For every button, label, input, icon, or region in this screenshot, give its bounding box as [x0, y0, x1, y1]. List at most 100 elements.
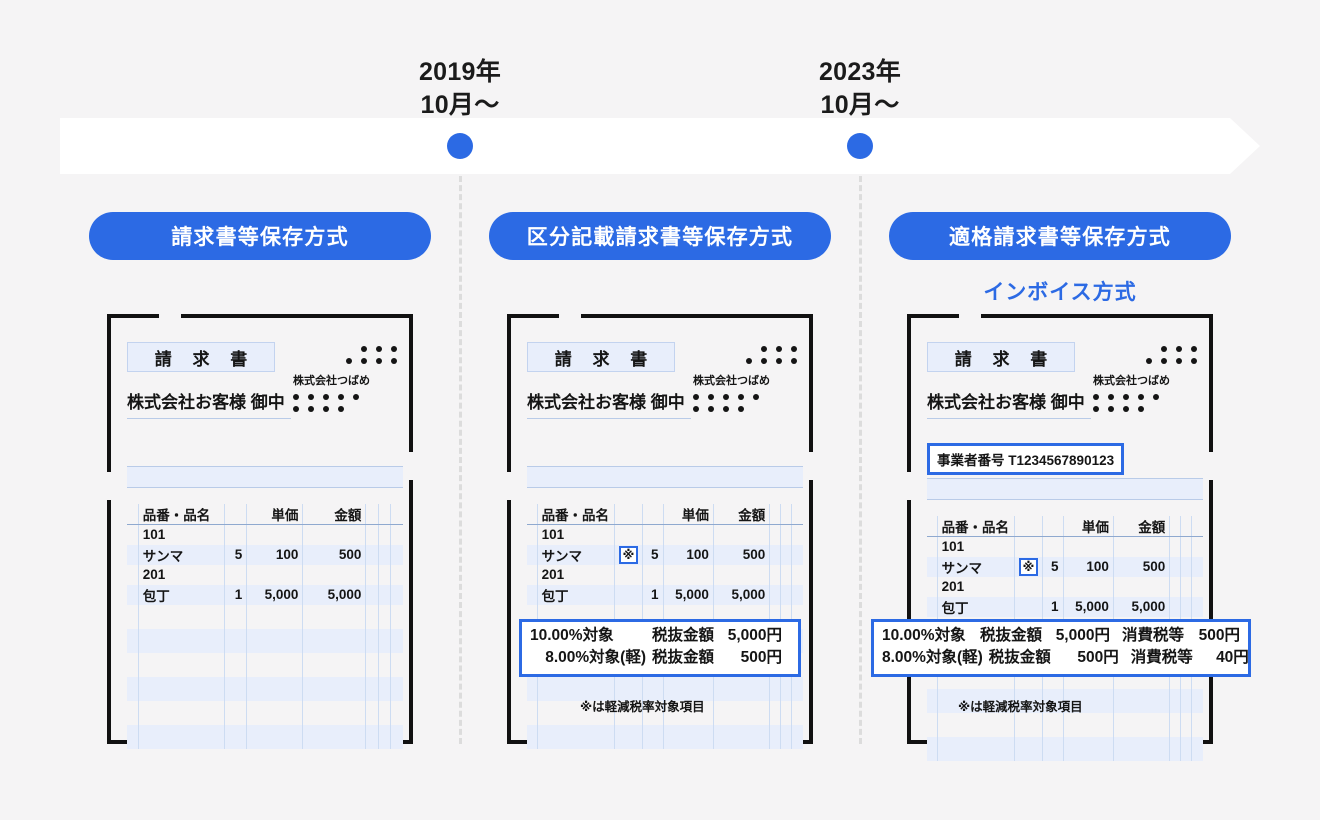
issuer-block: 株式会社つばめ	[693, 340, 797, 418]
item-unit-price: 5,000	[1062, 596, 1114, 617]
net-amount-caption: 税抜金額	[979, 627, 1042, 644]
placeholder-dots	[693, 358, 797, 364]
reduced-rate-mark-cell: ※	[1013, 556, 1043, 577]
table-row	[927, 736, 1203, 761]
placeholder-dots	[1093, 394, 1197, 400]
item-name: サンマ	[536, 544, 615, 565]
table-row	[527, 724, 803, 749]
invoice-title: 請 求 書	[527, 342, 675, 372]
column-invoice-classified: 区分記載請求書等保存方式	[460, 212, 860, 260]
placeholder-dots	[1093, 346, 1197, 352]
tax-summary-row: 10.00%対象 税抜金額 5,000円	[530, 625, 790, 647]
issuer-block: 株式会社つばめ	[293, 340, 397, 418]
column-3-pill[interactable]: 適格請求書等保存方式	[889, 212, 1231, 260]
net-amount-value: 5,000円	[1055, 627, 1110, 644]
issuer-name: 株式会社つばめ	[293, 375, 370, 387]
item-qty: 1	[1042, 596, 1064, 617]
timeline-marker-2023	[847, 133, 873, 159]
table-row: サンマ ※ 5 100 500	[527, 544, 803, 565]
reduced-rate-mark: ※	[1018, 557, 1039, 576]
placeholder-dots	[293, 394, 397, 400]
item-code: 101	[536, 524, 615, 545]
memo-band	[527, 466, 803, 488]
column-invoice-qualified: 適格請求書等保存方式 インボイス方式	[860, 212, 1260, 306]
placeholder-dots	[693, 346, 797, 352]
table-header-row: 品番・品名 単価 金額	[127, 504, 403, 525]
item-qty: 1	[642, 584, 664, 605]
tax-rate-label: 10.00%対象	[530, 627, 614, 644]
column-divider-left	[459, 176, 462, 744]
tax-amount-caption: 消費税等	[1121, 627, 1184, 644]
item-code: 101	[137, 524, 225, 545]
item-unit-price: 100	[246, 544, 303, 565]
invoice-addressee: 株式会社お客様 御中	[527, 388, 691, 419]
table-row: 201	[127, 564, 403, 585]
registration-number-field: 事業者番号 T1234567890123	[927, 443, 1125, 475]
item-qty: 1	[223, 584, 247, 605]
header-amount: 金額	[712, 504, 770, 525]
column-divider-right	[859, 176, 862, 744]
reduced-rate-footnote-3: ※は軽減税率対象項目	[958, 700, 1083, 714]
table-row: 201	[527, 564, 803, 585]
tax-summary-row: 8.00%対象(軽) 税抜金額 500円	[530, 647, 790, 669]
invoice-addressee: 株式会社お客様 御中	[127, 388, 291, 419]
net-amount-value: 500円	[740, 649, 783, 667]
placeholder-dots	[1093, 358, 1197, 364]
net-amount-caption: 税抜金額	[652, 649, 715, 667]
column-2-pill[interactable]: 区分記載請求書等保存方式	[489, 212, 831, 260]
column-invoice-legacy: 請求書等保存方式	[60, 212, 460, 260]
item-amount: 5,000	[302, 584, 366, 605]
timeline-year: 2019年	[418, 58, 502, 86]
column-3-subtitle: インボイス方式	[983, 281, 1137, 304]
timeline-marker-2019	[447, 133, 473, 159]
table-row	[527, 700, 803, 725]
invoice-paper: 請 求 書 株式会社お客様 御中 株式会社つばめ 品番・品名 単価 金額	[127, 318, 403, 749]
tax-rate-label: 8.00%対象(軽)	[545, 649, 646, 667]
item-qty: 5	[223, 544, 247, 565]
issuer-name: 株式会社つばめ	[693, 375, 770, 387]
table-row	[127, 676, 403, 701]
table-header-row: 品番・品名 単価 金額	[927, 516, 1203, 537]
tax-rate-label: 10.00%対象	[882, 627, 966, 644]
tax-summary-box-3: 10.00%対象 税抜金額 5,000円 消費税等 500円 8.00%対象(軽…	[871, 619, 1251, 677]
table-row: 101	[127, 524, 403, 545]
reduced-rate-footnote-2: ※は軽減税率対象項目	[580, 700, 705, 714]
table-row	[127, 700, 403, 725]
item-unit-price: 100	[662, 544, 714, 565]
table-row: 101	[927, 536, 1203, 557]
invoice-title: 請 求 書	[927, 342, 1075, 372]
item-name: 包丁	[536, 584, 615, 605]
invoice-addressee: 株式会社お客様 御中	[927, 388, 1091, 419]
item-amount: 500	[712, 544, 770, 565]
header-name: 品番・品名	[536, 504, 615, 525]
timeline-month: 10月〜	[420, 91, 500, 119]
placeholder-dots	[293, 346, 397, 352]
item-unit-price: 5,000	[246, 584, 303, 605]
net-amount-value: 500円	[1077, 649, 1119, 667]
invoice-card-2: 請 求 書 株式会社お客様 御中 株式会社つばめ 品番・品名 単価 金額	[507, 314, 813, 749]
net-amount-value: 5,000円	[727, 627, 783, 644]
invoice-card-3: 請 求 書 株式会社お客様 御中 株式会社つばめ 事業者番号 T12345678…	[907, 314, 1213, 761]
timeline-label-2019: 2019年 10月〜	[360, 56, 560, 122]
header-unit-price: 単価	[662, 504, 714, 525]
item-qty: 5	[642, 544, 664, 565]
column-1-pill[interactable]: 請求書等保存方式	[89, 212, 431, 260]
header-amount: 金額	[1112, 516, 1170, 537]
item-name: サンマ	[936, 556, 1015, 577]
memo-band	[127, 466, 403, 488]
tax-summary-box-2: 10.00%対象 税抜金額 5,000円 8.00%対象(軽) 税抜金額 500…	[519, 619, 801, 677]
tax-amount-value: 500円	[1198, 627, 1240, 644]
tax-rate-label: 8.00%対象(軽)	[882, 649, 983, 667]
tax-summary-row: 10.00%対象 税抜金額 5,000円 消費税等 500円	[882, 625, 1240, 647]
table-row	[127, 652, 403, 677]
item-amount: 5,000	[1112, 596, 1170, 617]
item-amount: 500	[302, 544, 366, 565]
invoice-title: 請 求 書	[127, 342, 275, 372]
placeholder-dots	[293, 358, 397, 364]
item-name: 包丁	[137, 584, 225, 605]
